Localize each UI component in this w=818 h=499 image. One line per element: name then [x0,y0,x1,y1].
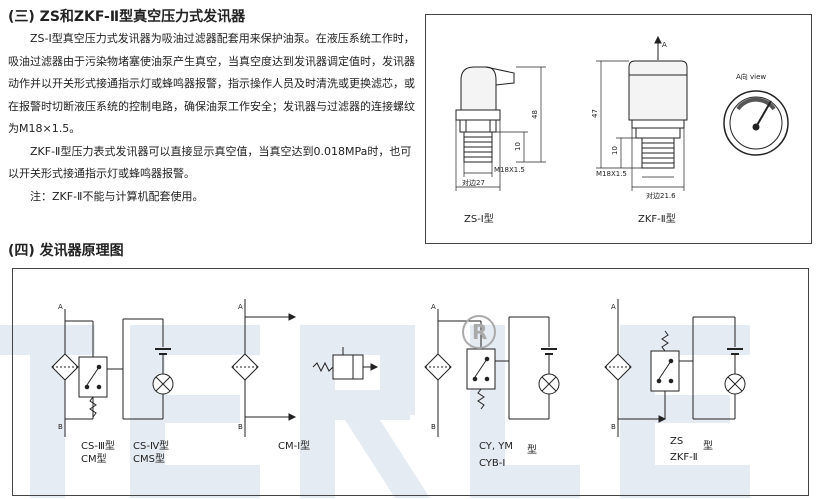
zs1-drawing [455,66,546,191]
zs1-dim-thread: M18X1.5 [494,166,525,174]
label-cms: CMS型 [133,452,165,465]
port-a-label: A [611,303,616,311]
zkf2-dim-thread: M18X1.5 [596,170,627,178]
diagram-cs3-cm [51,309,174,437]
zs1-dim-hex: 对边27 [462,178,485,187]
zs1-dim-thread-len: 10 [514,142,522,151]
section-heading-4: (四) 发讯器原理图 [8,243,124,259]
zs1-dim-height: 48 [531,110,539,119]
zkf2-caption: ZKF-Ⅱ型 [638,212,676,225]
zs1-caption: ZS-Ⅰ型 [464,212,494,225]
paragraph-zkf: ZKF-Ⅱ型压力表式发讯器可以直接显示真空值，当真空达到0.018MPa时，也可… [8,144,412,181]
zkf2-dim-height: 47 [591,109,599,118]
schematic-diagrams-figure: A B A B A B A B R CS-Ⅲ型 CM型 CS-Ⅳ型 CMS型 C… [12,268,809,496]
description-text: ZS-Ⅰ型真空压力式发讯器为吸油过滤器配套用来保护油泵。在液压系统工作时，吸油过… [8,28,418,208]
section-heading-3: (三) ZS和ZKF-Ⅱ型真空压力式发讯器 [8,9,246,25]
zkf2-arrow-label: A [662,41,667,49]
dimension-drawings-figure: 48 10 M18X1.5 对边27 47 10 M18X1.5 对边21.6 … [425,14,812,244]
diagram-cm1 [231,299,379,437]
zkf2-dim-hex: 对边21.6 [646,191,676,200]
label-zkf2: ZKF-Ⅱ [670,452,698,463]
label-zs: ZS [670,436,683,447]
zkf2-view-label: A向 view [736,72,766,81]
label-cyb1: CYB-Ⅰ [479,458,505,469]
port-b-label: B [238,423,243,431]
port-a-label: A [431,303,436,311]
port-a-label: A [238,303,243,311]
port-b-label: B [611,423,616,431]
label-cy-suffix: 型 [527,443,537,456]
label-cm1: CM-Ⅰ型 [278,439,310,452]
label-cs4: CS-Ⅳ型 [133,439,169,452]
label-cy-ym: CY, YM [479,441,513,452]
port-b-label: B [431,423,436,431]
port-b-label: B [58,423,63,431]
port-a-label: A [58,303,63,311]
zkf2-dim-thread-len: 10 [611,146,619,155]
zkf2-drawing [596,35,789,191]
registered-mark [462,315,496,349]
note: 注：ZKF-Ⅱ不能与计算机配套使用。 [30,189,204,203]
label-cm: CM型 [81,452,107,465]
label-cs3: CS-Ⅲ型 [81,439,115,452]
diagram-cy-ym [424,309,560,437]
diagram-zs-zkf2 [604,299,746,437]
label-zs-suffix: 型 [703,439,713,452]
registered-mark-letter: R [472,320,487,344]
paragraph-zs: ZS-Ⅰ型真空压力式发讯器为吸油过滤器配套用来保护油泵。在液压系统工作时，吸油过… [8,32,415,135]
